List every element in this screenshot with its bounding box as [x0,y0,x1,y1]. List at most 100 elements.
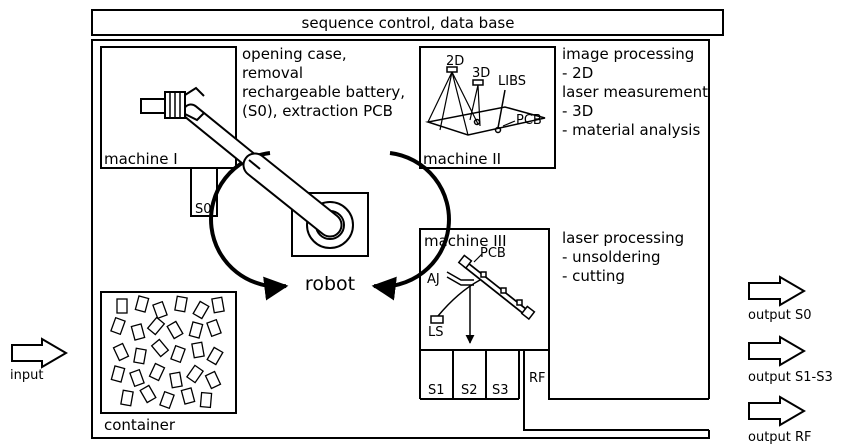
container-piece [170,344,186,364]
machine-1-desc-line: (S0), extraction PCB [242,102,393,120]
container-piece [191,341,205,359]
container-piece [134,295,150,313]
header-box [91,9,724,36]
container-piece [211,296,225,314]
output-s1s3-label: output S1-S3 [748,370,833,385]
container-piece [206,346,224,366]
container-piece [133,347,147,365]
system-enclosure [91,39,710,439]
machine-3-output-bins [419,350,520,400]
container-piece [148,362,166,382]
container-piece [169,371,183,389]
robot-gripper [140,86,205,122]
container-piece [152,300,168,320]
input-arrow-icon [11,337,68,369]
container-piece [166,320,184,340]
rf-output-line-inner [548,350,709,400]
machine-1-label: machine I [104,150,178,168]
machine-3-pcb-pointer [473,253,483,263]
machine-1-desc-line: rechargeable battery, [242,83,405,101]
camera-field-of-view [427,71,479,136]
machine-2: machine II 2D 3D LIBS PCB image processi… [419,45,713,169]
machine-1-description: opening case, removal rechargeable batte… [242,45,410,120]
container-piece [188,321,204,339]
container-piece [150,338,170,358]
laser-source-label: LS [428,325,444,340]
container-piece [120,389,134,407]
measurement-spot [473,118,481,126]
machine-3-desc-line: - unsoldering [562,248,660,266]
machine-1-desc-line: opening case, [242,45,347,63]
libs-spot [494,126,502,134]
output-bin-label: S1 [428,383,445,398]
robot-joint-outer [306,201,354,249]
robot-rotation-arrow-right [371,151,451,301]
container-piece [174,295,188,313]
robot-label: robot [305,273,355,295]
machine-2-description: image processing - 2D laser measurement … [562,45,713,139]
output-s0-arrow-icon [748,275,806,307]
container-piece [146,316,166,336]
container-piece [130,323,146,341]
output-s0-label: output S0 [748,308,812,323]
container-piece [192,300,210,320]
output-bin-label: RF [529,371,546,386]
machine-2-box [419,46,556,169]
robot-arm [182,103,343,238]
machine-3-box [419,228,550,351]
container-piece [199,391,213,409]
rf-output-line-outer [523,350,709,431]
machine-2-desc-line: - 3D [562,102,593,120]
container-piece [112,342,130,362]
machine-1-output-label: S0 [195,202,212,217]
machine-2-label: machine II [423,150,501,168]
machine-1-box [100,46,237,169]
machine-3-desc-line: laser processing [562,229,684,247]
flow-arrows: input output S0 output S1-S3 output RF [10,275,833,444]
machine-1: machine I S0 opening case, removal recha… [100,45,410,217]
container-box [100,291,237,414]
container-contents [110,295,225,410]
container-piece [110,316,126,336]
output-rf-arrow-icon [748,395,806,427]
container-piece [139,384,157,404]
container-piece [185,364,205,384]
output-s1s3-arrow-icon [748,335,806,367]
machine-3-pcb [457,254,536,321]
sensor-libs-label: LIBS [498,74,526,89]
container-label: container [104,416,176,434]
output-bin-label: S3 [492,383,509,398]
container-piece [206,318,222,338]
machine-2-desc-line: image processing [562,45,694,63]
container-piece [110,365,126,383]
libs-laser-beam [497,89,506,129]
machine-2-pcb [425,106,546,136]
machine-3-label: machine III [424,232,507,250]
header-label: sequence control, data base [302,14,515,32]
container-piece [129,368,145,388]
laser-beam-path [437,279,481,317]
machine-3-desc-line: - cutting [562,267,625,285]
machine-1-desc-line: removal [242,64,303,82]
container-piece [159,390,175,410]
output-bin-label: S2 [461,383,478,398]
air-jet-nozzle [446,271,474,286]
machine-2-pcb-pointer [502,120,516,127]
machine-2-desc-line: laser measurement [562,83,708,101]
container-piece [204,370,222,390]
machine-2-desc-line: - material analysis [562,121,700,139]
machine-3: machine III PCB AJ LS S1 S2 S3 RF laser … [419,228,709,431]
sensor-3d-label: 3D [472,66,490,81]
sensor-2d-head [446,66,458,73]
machine-2-pcb-label: PCB [516,113,542,128]
input-label: input [10,368,43,383]
container-piece [116,298,128,314]
robot: robot [140,86,451,301]
laser-source [430,315,444,324]
machine-3-pcb-label: PCB [480,246,506,261]
output-rf-label: output RF [748,430,812,444]
container: container [100,291,237,434]
container-piece [180,387,196,405]
sensor-2d-label: 2D [446,54,464,69]
